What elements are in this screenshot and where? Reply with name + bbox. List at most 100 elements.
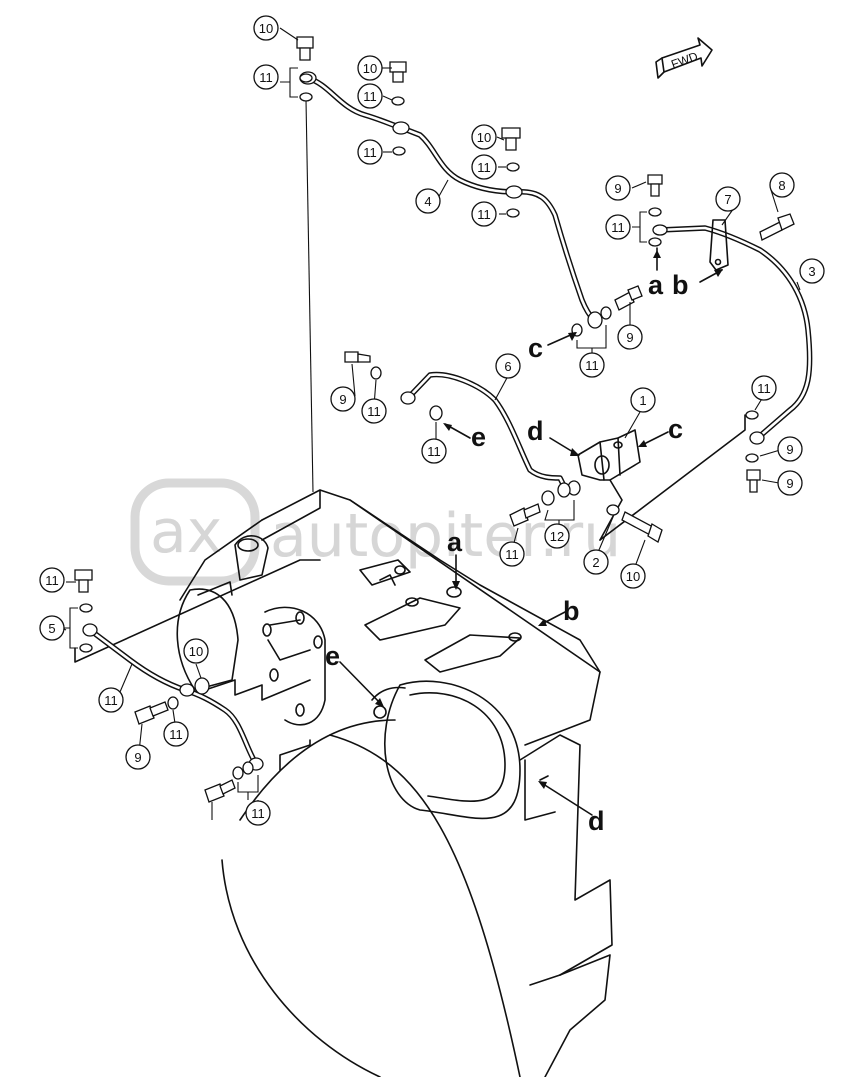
- callout-circle: [357, 55, 383, 81]
- bolt: [759, 213, 795, 241]
- callout-circle: [471, 154, 497, 180]
- callout-11: 11: [98, 687, 124, 713]
- callout-11: 11: [39, 567, 65, 593]
- callout-circle: [245, 800, 271, 826]
- callout-number: 11: [104, 693, 118, 708]
- callout-11: 11: [421, 438, 447, 464]
- callout-circle: [769, 172, 795, 198]
- callout-number: 9: [626, 330, 633, 345]
- callout-circle: [579, 352, 605, 378]
- view-letter-c: c: [528, 333, 543, 363]
- callout-11: 11: [499, 541, 525, 567]
- callout-circle: [495, 353, 521, 379]
- callout-circle: [357, 83, 383, 109]
- callout-11: 11: [245, 800, 271, 826]
- callout-9: 9: [330, 386, 356, 412]
- pipe-3: [652, 224, 813, 445]
- transmission-housing: [74, 414, 746, 1077]
- callout-10: 10: [620, 563, 646, 589]
- callout-number: 11: [585, 358, 599, 373]
- callout-number: 11: [45, 573, 59, 588]
- callout-number: 10: [363, 61, 377, 76]
- callout-9: 9: [605, 175, 631, 201]
- callout-11: 11: [361, 398, 387, 424]
- callout-circle: [630, 387, 656, 413]
- callout-circle: [421, 438, 447, 464]
- callout-number: 9: [786, 476, 793, 491]
- callout-circle: [777, 470, 803, 496]
- view-letter-d: d: [527, 416, 544, 446]
- callout-9: 9: [777, 436, 803, 462]
- callout-5: 5: [39, 615, 65, 641]
- leader-line: [305, 99, 314, 493]
- callout-number: 11: [363, 145, 377, 160]
- view-letter-a: a: [648, 270, 664, 300]
- callout-number: 1: [639, 393, 646, 408]
- callout-number: 10: [626, 569, 640, 584]
- clamp: [709, 219, 729, 271]
- callout-circle: [183, 638, 209, 664]
- callout-number: 11: [505, 547, 519, 562]
- callout-number: 10: [189, 644, 203, 659]
- leader-lines: [61, 27, 801, 820]
- callout-number: 10: [259, 21, 273, 36]
- callout-circle: [799, 258, 825, 284]
- bolt: [621, 511, 663, 543]
- pipe-6: [400, 371, 568, 491]
- callout-11: 11: [471, 154, 497, 180]
- callout-11: 11: [357, 139, 383, 165]
- callout-8: 8: [769, 172, 795, 198]
- view-letter-d-lower: d: [588, 806, 605, 836]
- callout-circle: [605, 214, 631, 240]
- callout-9: 9: [617, 324, 643, 350]
- callout-circle: [163, 721, 189, 747]
- callout-number: 11: [259, 70, 273, 85]
- callout-2: 2: [583, 549, 609, 575]
- callout-circle: [605, 175, 631, 201]
- callout-3: 3: [799, 258, 825, 284]
- callout-number: 8: [778, 178, 785, 193]
- callout-number: 11: [251, 806, 265, 821]
- callout-9: 9: [777, 470, 803, 496]
- callout-number: 11: [427, 444, 441, 459]
- callout-circle: [98, 687, 124, 713]
- callout-number: 6: [504, 359, 511, 374]
- callout-11: 11: [751, 375, 777, 401]
- callout-number: 11: [367, 404, 381, 419]
- callout-number: 11: [169, 727, 183, 742]
- callout-circle: [777, 436, 803, 462]
- callout-number: 11: [611, 220, 625, 235]
- callout-7: 7: [715, 186, 741, 212]
- callout-circle: [583, 549, 609, 575]
- view-letter-e-lower: e: [325, 641, 340, 671]
- callout-circle: [330, 386, 356, 412]
- callout-1: 1: [630, 387, 656, 413]
- callout-10: 10: [253, 15, 279, 41]
- callout-11: 11: [605, 214, 631, 240]
- callout-number: 9: [134, 750, 141, 765]
- fwd-label: FWD: [669, 49, 700, 72]
- callout-10: 10: [357, 55, 383, 81]
- junction-block: [541, 429, 641, 506]
- callout-9: 9: [125, 744, 151, 770]
- callout-number: 5: [48, 621, 55, 636]
- callout-circle: [499, 541, 525, 567]
- callout-circle: [471, 124, 497, 150]
- callout-circle: [39, 615, 65, 641]
- fwd-arrow-icon: FWD: [655, 37, 713, 79]
- callout-11: 11: [163, 721, 189, 747]
- callout-circle: [620, 563, 646, 589]
- callout-circle: [617, 324, 643, 350]
- view-letter-b: b: [672, 270, 689, 300]
- view-letter-e: e: [471, 422, 486, 452]
- callout-number: 9: [614, 181, 621, 196]
- callout-number: 10: [477, 130, 491, 145]
- callout-10: 10: [471, 124, 497, 150]
- callout-circle: [125, 744, 151, 770]
- callout-number: 9: [786, 442, 793, 457]
- callout-11: 11: [253, 64, 279, 90]
- callout-number: 11: [477, 160, 491, 175]
- callout-circle: [39, 567, 65, 593]
- callout-number: 3: [808, 264, 815, 279]
- watermark-logo: ax: [150, 497, 222, 567]
